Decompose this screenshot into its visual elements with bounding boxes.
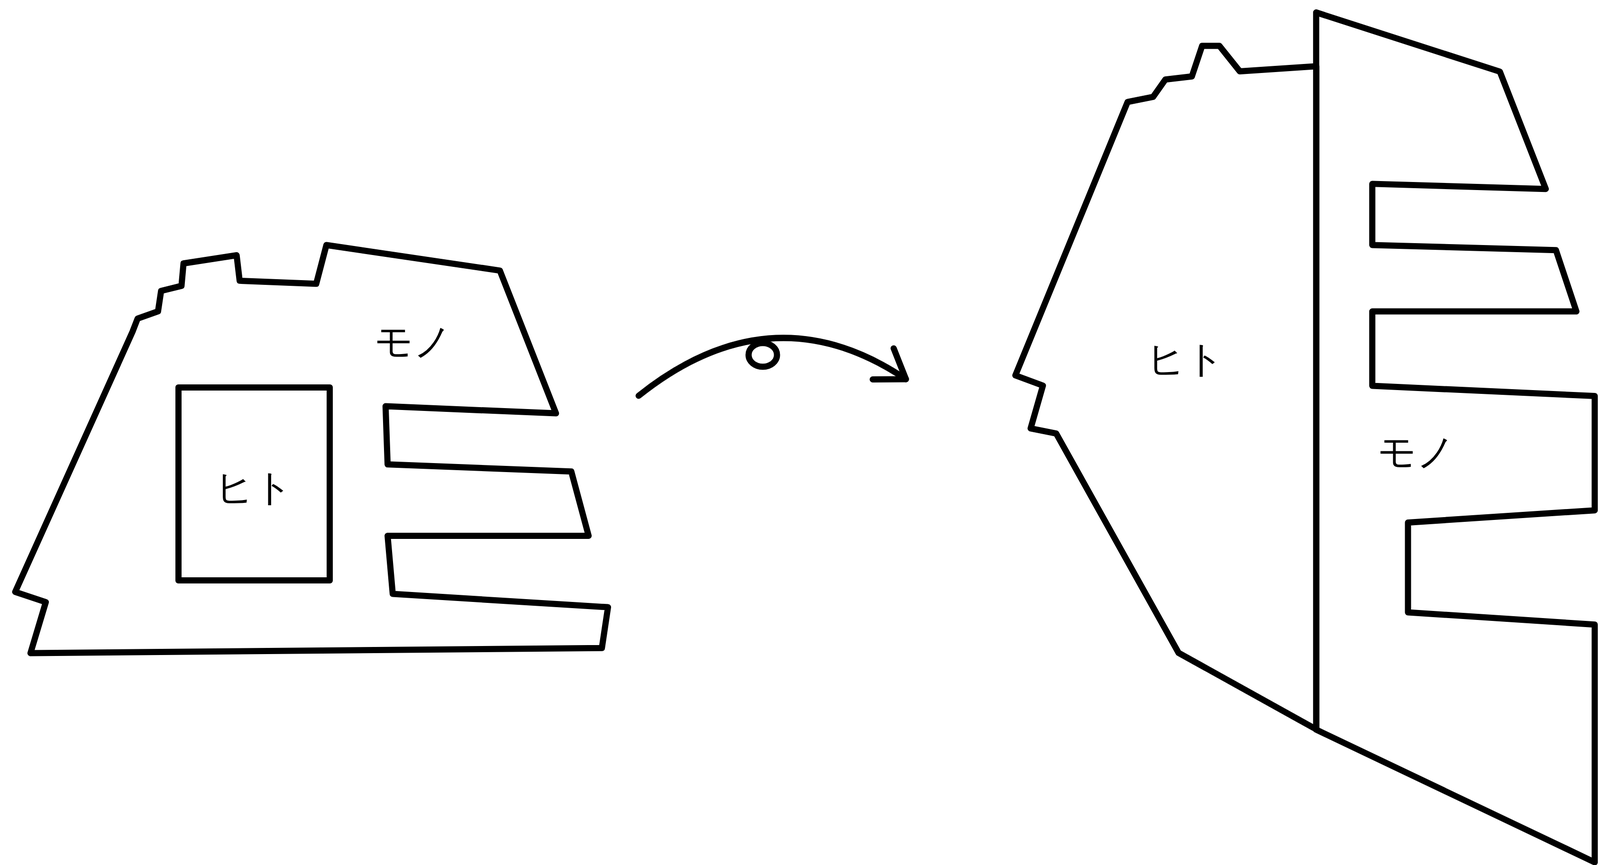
- region-outline: モノヒト: [15, 245, 611, 659]
- outline-path: [1316, 12, 1596, 863]
- outline-path: [1015, 45, 1317, 730]
- transform-arrow: [638, 338, 906, 396]
- hand-drawn-outline: [1010, 40, 1319, 735]
- region-label: モノ: [1377, 433, 1456, 472]
- region-outline: ヒト: [1010, 40, 1319, 735]
- region-label: ヒト: [1146, 340, 1225, 379]
- region-label: ヒト: [215, 468, 293, 507]
- inner-box: ヒト: [175, 384, 333, 584]
- region-label: モノ: [374, 322, 453, 361]
- region-outline: モノ: [1314, 10, 1600, 863]
- hand-drawn-outline: [1314, 10, 1600, 863]
- outline-path: [15, 245, 608, 654]
